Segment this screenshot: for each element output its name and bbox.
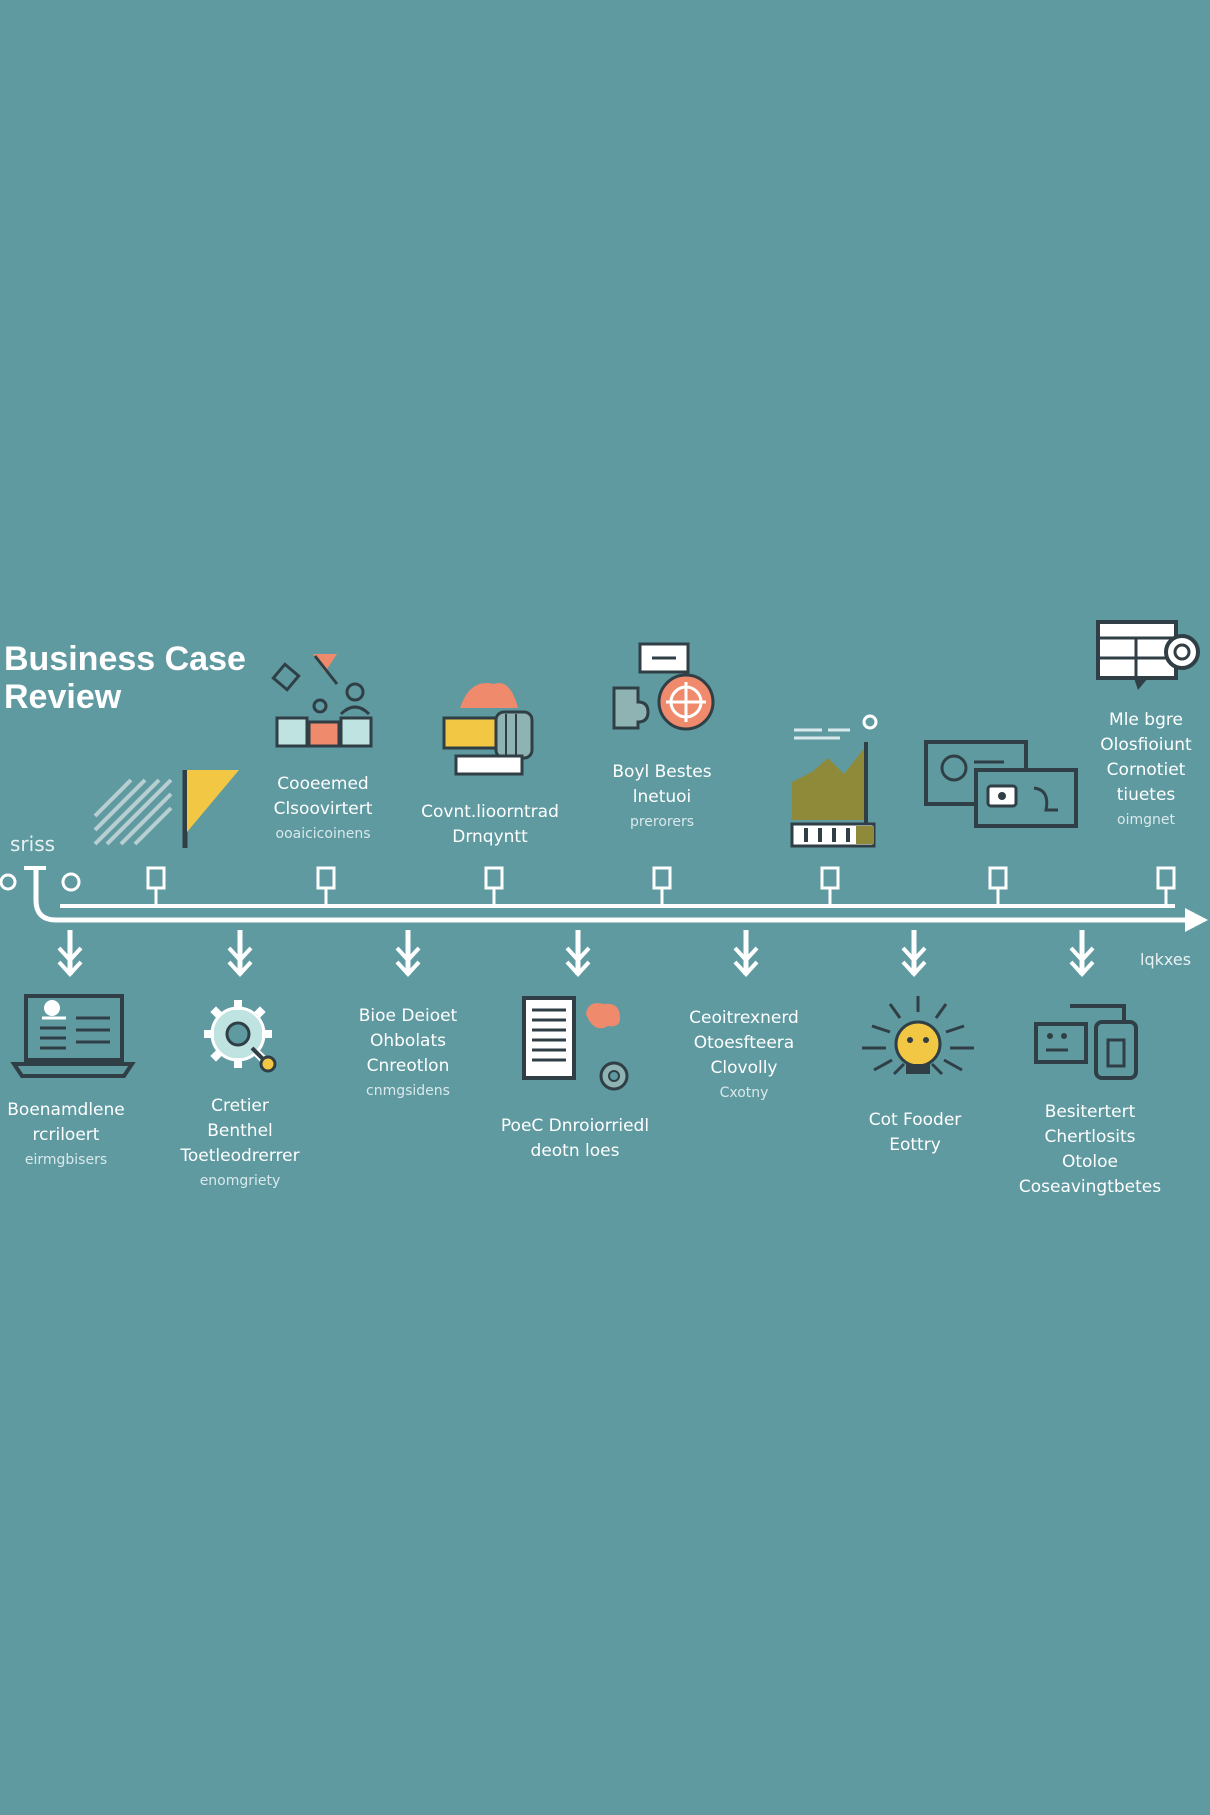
arrow-down-icon [565, 930, 591, 977]
arrow-down-icon [395, 930, 421, 977]
milestone-caption-top-3: Covnt.lioorntrad Drnqyntt [421, 802, 559, 847]
id-cards-icon [924, 740, 1078, 828]
document-gear-icon [522, 996, 629, 1091]
timeline-tick-marker [484, 866, 504, 904]
arrow-down-icon [227, 930, 253, 977]
blocks-icon [271, 654, 373, 748]
puzzle-globe-icon [612, 642, 715, 731]
milestone-caption-bottom-5: Ceoitrexnerd Otoesfteera Clovolly Cxotny [689, 1008, 799, 1101]
timeline-tick-marker [988, 866, 1008, 904]
arrow-down-icon [901, 930, 927, 977]
laptop-icon [10, 994, 136, 1078]
timeline-line [0, 866, 1208, 932]
monitor-icon [1096, 620, 1200, 690]
milestone-caption-top-7: Mle bgre Olosfioiunt Cornotiet tiuetes o… [1100, 710, 1192, 828]
infographic-title: Business Case Review [4, 640, 246, 716]
start-node-icon [0, 873, 17, 891]
bulb-icon [862, 996, 974, 1076]
milestone-caption-bottom-1: Boenamdlene rcriloert eirmgbisers [7, 1100, 125, 1168]
hand-card-icon [442, 683, 534, 776]
timeline-tick-marker [316, 866, 336, 904]
flag-icon [93, 770, 239, 848]
timeline-tick-marker [146, 866, 166, 904]
bottom-arrows [57, 930, 1095, 977]
milestone-caption-bottom-7: Besitertert Chertlosits Otoloe Coseaving… [1018, 1102, 1162, 1197]
milestone-caption-top-4: Boyl Bestes lnetuoi prerorers [612, 762, 712, 830]
timeline-end-label: lqkxes [1140, 950, 1192, 969]
timeline-tick-marker [652, 866, 672, 904]
arrow-down-icon [57, 930, 83, 977]
arrow-down-icon [1069, 930, 1095, 977]
timeline-tick-marker [820, 866, 840, 904]
milestone-caption-bottom-3: Bioe Deioet Ohbolats Cnreotlon cnmgsiden… [358, 1006, 458, 1099]
milestone-caption-top-2: Cooeemed Clsoovirtert ooaicicoinens [273, 774, 373, 842]
milestone-caption-bottom-6: Cot Fooder Eottry [868, 1110, 962, 1155]
devices-icon [1034, 1004, 1138, 1080]
timeline-tick-marker [1156, 866, 1176, 904]
timeline-start-label: sriss [10, 832, 56, 856]
arrow-down-icon [733, 930, 759, 977]
gear-icon [204, 1000, 277, 1073]
milestone-caption-bottom-4: PoeC Dnroiorriedl deotn loes [500, 1116, 650, 1161]
top-tick-markers [146, 866, 1176, 904]
start-node-icon-2 [61, 872, 81, 892]
milestone-caption-bottom-2: Cretier Benthel Toetleodrerrer enomgriet… [180, 1096, 300, 1189]
chart-icon [790, 714, 878, 848]
